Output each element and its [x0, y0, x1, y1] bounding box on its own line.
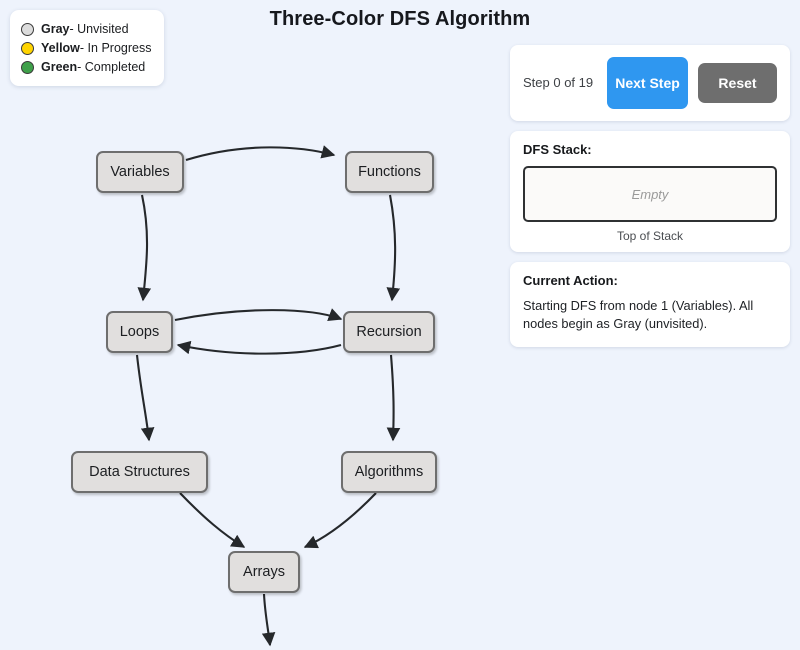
node-label: Variables	[110, 164, 170, 180]
side-panel: Step 0 of 19 Next Step Reset DFS Stack: …	[510, 45, 790, 357]
top-of-stack-label: Top of Stack	[616, 229, 684, 243]
node-label: Functions	[358, 164, 421, 180]
node-label: Recursion	[356, 324, 422, 340]
edge-variables-loops	[137, 194, 152, 302]
edge-functions-recursion	[386, 194, 401, 302]
gray-circle-icon	[21, 22, 34, 36]
step-counter: Step 0 of 19	[523, 75, 594, 91]
reset-button[interactable]: Reset	[697, 63, 777, 103]
edge-algorithms-arrays	[303, 492, 377, 549]
dfs-stack-heading: DFS Stack:	[523, 142, 592, 157]
edge-datastructures-arrays	[179, 492, 246, 548]
green-circle-icon	[21, 60, 34, 74]
node-label: Data Structures	[89, 464, 190, 480]
graph-node-algorithms[interactable]: Algorithms	[341, 451, 437, 493]
page-title: Three-Color DFS Algorithm	[269, 8, 531, 30]
legend-item-name: Green	[41, 60, 78, 74]
legend-item-gray: Gray - Unvisited	[21, 20, 151, 38]
legend-item-name: Yellow	[41, 41, 80, 55]
legend-item-desc: - Unvisited	[69, 22, 129, 36]
graph-node-variables[interactable]: Variables	[96, 151, 184, 193]
current-action-heading: Current Action:	[523, 273, 618, 288]
graph-node-functions[interactable]: Functions	[345, 151, 434, 193]
graph-node-arrays[interactable]: Arrays	[228, 551, 300, 593]
dfs-stack-card: DFS Stack: Empty Top of Stack	[510, 131, 790, 252]
graph-node-loops[interactable]: Loops	[106, 311, 173, 353]
controls-card: Step 0 of 19 Next Step Reset	[510, 45, 790, 121]
edge-recursion-loops	[176, 340, 342, 355]
edge-arrays-offscreen	[261, 593, 276, 647]
current-action-card: Current Action: Starting DFS from node 1…	[510, 262, 790, 347]
edge-loops-recursion	[174, 308, 343, 322]
dfs-stack-box: Empty	[523, 166, 777, 222]
current-action-text: Starting DFS from node 1 (Variables). Al…	[523, 298, 754, 332]
edge-variables-functions	[185, 145, 336, 162]
edge-recursion-algorithms	[386, 354, 401, 442]
graph-node-data-structures[interactable]: Data Structures	[71, 451, 208, 493]
graph-edges-layer	[135, 145, 401, 647]
legend-item-yellow: Yellow - In Progress	[21, 39, 151, 57]
legend-item-desc: - In Progress	[79, 41, 152, 55]
dfs-stack-empty-label: Empty	[631, 186, 669, 202]
next-step-button[interactable]: Next Step	[607, 57, 688, 109]
node-label: Arrays	[243, 564, 285, 580]
node-label: Algorithms	[354, 464, 424, 480]
legend-item-green: Green - Completed	[21, 58, 151, 76]
node-label: Loops	[119, 324, 160, 340]
legend-item-desc: - Completed	[77, 60, 146, 74]
yellow-circle-icon	[21, 41, 34, 55]
legend-panel: Gray - Unvisited Yellow - In Progress Gr…	[10, 10, 165, 86]
graph-node-recursion[interactable]: Recursion	[343, 311, 435, 353]
graph-canvas[interactable]: Variables Functions Loops Recursion Data…	[0, 0, 505, 650]
edge-loops-datastructures	[135, 354, 155, 442]
legend-item-name: Gray	[41, 22, 70, 36]
